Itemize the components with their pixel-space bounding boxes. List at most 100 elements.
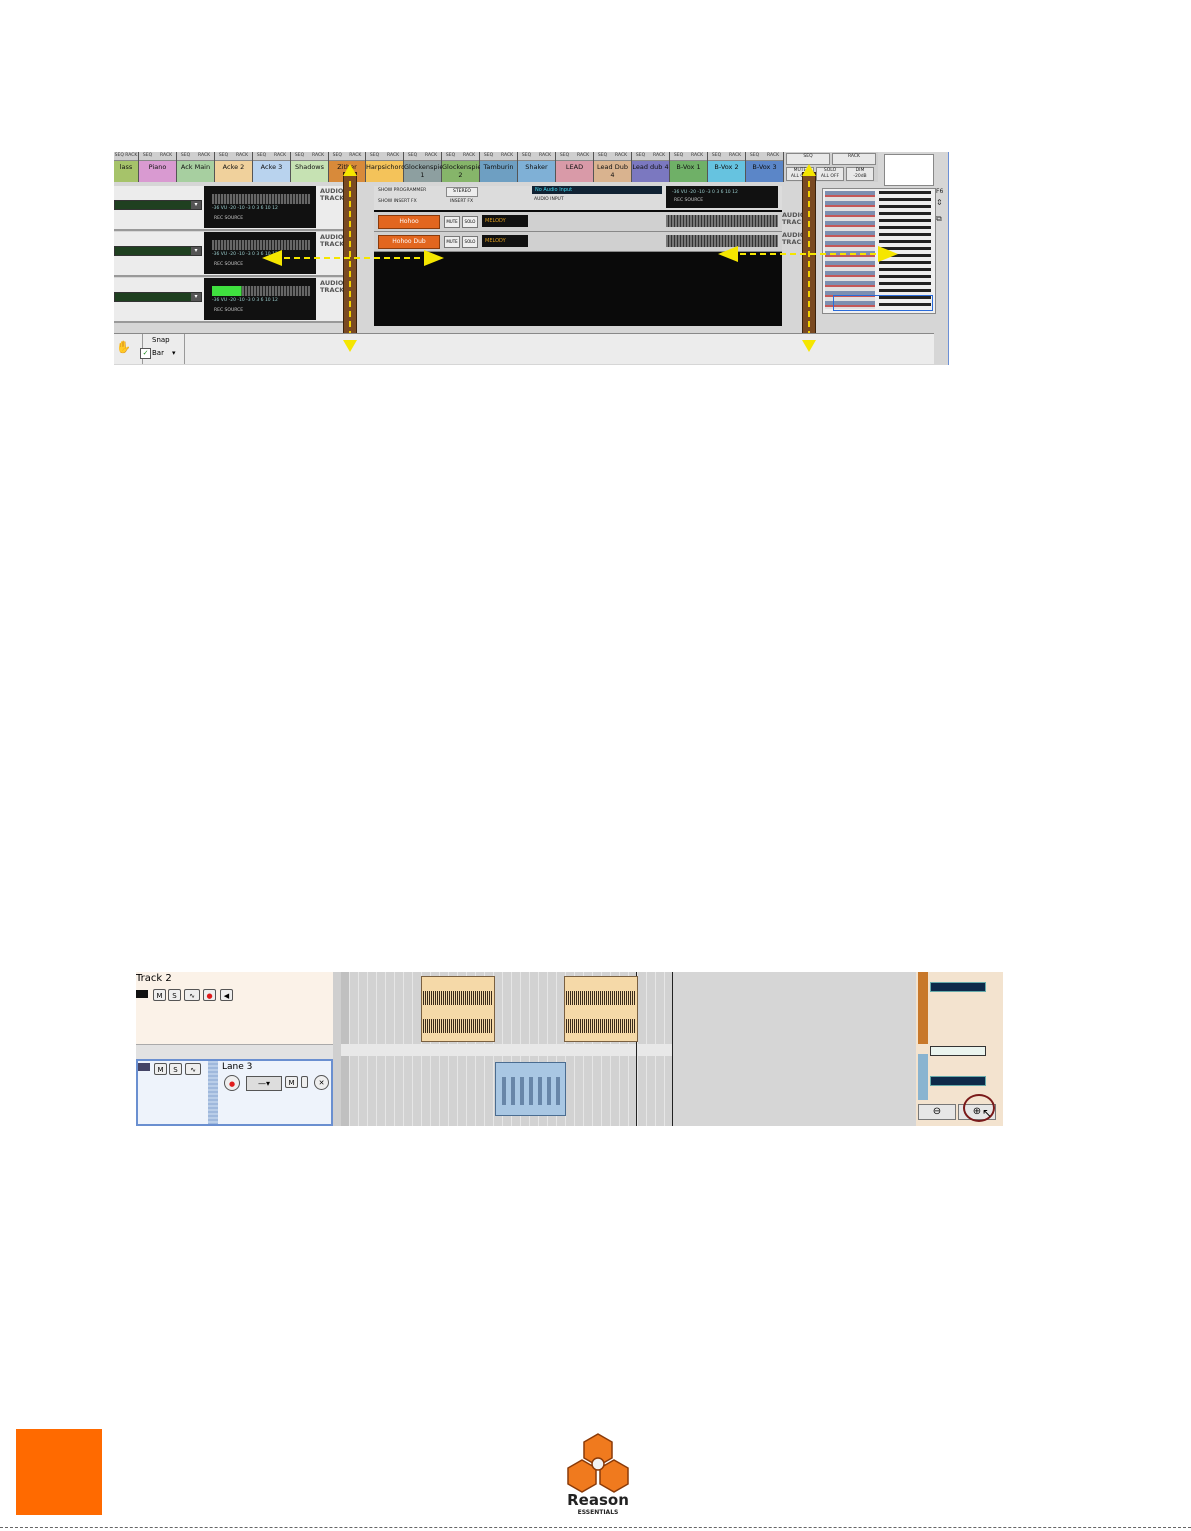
patch-display[interactable]: MELODY <box>482 235 528 247</box>
rack-label[interactable]: RACK <box>425 153 438 158</box>
seq-rack-switch[interactable]: SEQ RACK <box>480 152 517 161</box>
seq-label[interactable]: SEQ <box>369 153 380 158</box>
detach-icon[interactable]: ⧉ <box>936 214 942 223</box>
patch-display[interactable]: MELODY <box>482 215 528 227</box>
chevron-down-icon[interactable]: ▾ <box>172 349 176 357</box>
rack-label[interactable]: RACK <box>387 153 400 158</box>
audio-clip[interactable] <box>564 976 638 1042</box>
record-button[interactable]: ● <box>224 1075 240 1091</box>
snap-checkbox[interactable]: ✓ <box>140 348 151 359</box>
seq-label[interactable]: SEQ <box>673 153 684 158</box>
rec-source-label[interactable]: REC SOURCE <box>214 308 244 313</box>
solo-button[interactable]: S <box>168 989 181 1001</box>
track-select[interactable]: ▾ <box>114 200 202 210</box>
loop-marker-right[interactable] <box>672 972 673 1126</box>
device-name[interactable]: Hohoo <box>378 215 440 229</box>
hand-tool-icon[interactable]: ✋ <box>116 340 131 354</box>
resize-icon[interactable]: ⇕ <box>936 198 943 207</box>
solo-button[interactable]: SOLO <box>462 216 478 228</box>
snap-value[interactable]: Bar <box>152 349 164 357</box>
seq-label[interactable]: SEQ <box>142 153 153 158</box>
seq-rack-switch[interactable]: SEQ RACK <box>708 152 745 161</box>
seq-rack-switch[interactable]: SEQ RACK <box>670 152 707 161</box>
rack-label[interactable]: RACK <box>729 153 742 158</box>
lane-solo-button[interactable] <box>301 1076 308 1088</box>
show-insert-fx-toggle[interactable]: SHOW INSERT FX <box>378 199 417 204</box>
seq-label[interactable]: SEQ <box>711 153 722 158</box>
seq-label[interactable]: SEQ <box>559 153 570 158</box>
record-button[interactable]: ● <box>203 989 216 1001</box>
rack-label[interactable]: RACK <box>691 153 704 158</box>
monitor-icon[interactable]: ∿ <box>184 989 200 1001</box>
master-seq-button[interactable]: SEQ <box>786 153 830 165</box>
seq-rack-switch[interactable]: SEQ RACK <box>366 152 403 161</box>
mute-button[interactable]: MUTE <box>444 216 460 228</box>
rec-source-label[interactable]: REC SOURCE <box>214 216 244 221</box>
seq-rack-switch[interactable]: SEQ RACK <box>253 152 290 161</box>
rack-label[interactable]: RACK <box>312 153 325 158</box>
sequencer-arrangement[interactable] <box>341 972 919 1126</box>
seq-label[interactable]: SEQ <box>294 153 305 158</box>
mute-button[interactable]: M <box>153 989 166 1001</box>
audio-clip[interactable] <box>421 976 495 1042</box>
seq-label[interactable]: SEQ <box>445 153 456 158</box>
show-programmer-toggle[interactable]: SHOW PROGRAMMER <box>378 188 427 193</box>
rec-source-label[interactable]: REC SOURCE <box>214 262 244 267</box>
loop-marker-left[interactable] <box>636 972 637 1126</box>
seq-label[interactable]: SEQ <box>180 153 191 158</box>
zoom-out-button[interactable]: ⊖ <box>918 1104 956 1120</box>
seq-rack-switch[interactable]: SEQ RACK <box>632 152 669 161</box>
seq-label[interactable]: SEQ <box>218 153 229 158</box>
track-name[interactable]: Track 2 <box>136 973 172 984</box>
seq-label[interactable]: SEQ <box>597 153 608 158</box>
rec-source-label[interactable]: REC SOURCE <box>674 198 704 203</box>
lane-mute-button[interactable]: M <box>285 1076 298 1088</box>
rack-label[interactable]: RACK <box>236 153 249 158</box>
seq-label[interactable]: SEQ <box>483 153 494 158</box>
seq-label[interactable]: SEQ <box>256 153 267 158</box>
rack-label[interactable]: RACK <box>349 153 362 158</box>
rack-label[interactable]: RACK <box>501 153 514 158</box>
seq-label[interactable]: SEQ <box>332 153 342 158</box>
note-clip[interactable] <box>495 1062 566 1116</box>
mute-button[interactable]: MUTE <box>444 236 460 248</box>
master-rack-button[interactable]: RACK <box>832 153 876 165</box>
seq-rack-switch[interactable]: SEQ RACK <box>404 152 441 161</box>
rack-label[interactable]: RACK <box>653 153 666 158</box>
rack-label[interactable]: RACK <box>198 153 211 158</box>
seq-rack-switch[interactable]: SEQ RACK <box>291 152 328 161</box>
stereo-button[interactable]: STEREO <box>446 187 478 197</box>
seq-rack-switch[interactable]: SEQ RACK <box>177 152 214 161</box>
navigator-scroll-thumb[interactable] <box>884 154 934 186</box>
seq-label[interactable]: SEQ <box>635 153 646 158</box>
navigator-viewport[interactable] <box>833 295 933 311</box>
rack-label[interactable]: RACK <box>767 153 780 158</box>
lane-name[interactable]: Lane 3 <box>222 1062 253 1072</box>
seq-rack-switch[interactable]: SEQ RACK <box>215 152 252 161</box>
mute-button[interactable]: M <box>154 1063 167 1075</box>
monitor-icon[interactable]: ∿ <box>185 1063 201 1075</box>
lane-select[interactable]: —▾ <box>246 1076 282 1091</box>
rack-label[interactable]: RACK <box>274 153 287 158</box>
track-select[interactable]: ▾ <box>114 292 202 302</box>
seq-label[interactable]: SEQ <box>407 153 418 158</box>
seq-label[interactable]: SEQ <box>521 153 532 158</box>
